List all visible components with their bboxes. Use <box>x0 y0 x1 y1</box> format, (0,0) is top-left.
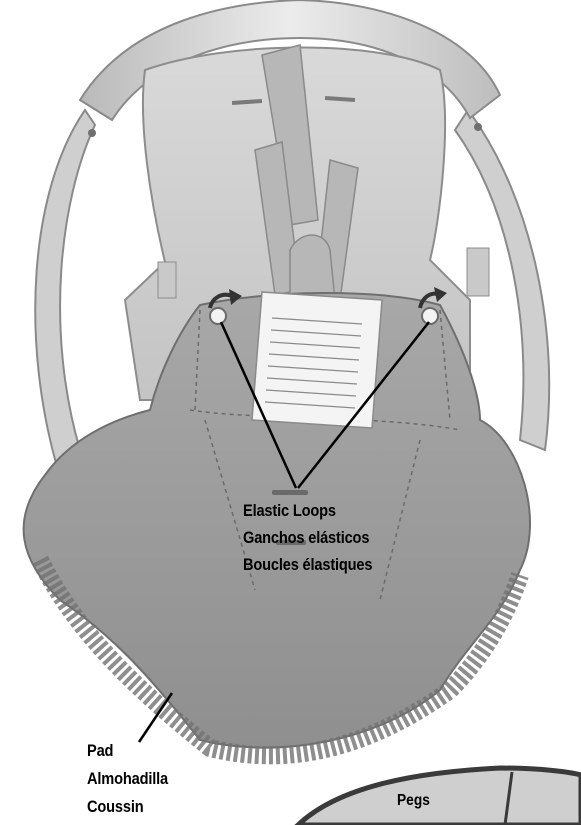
elastic-loops-label-en: Elastic Loops <box>243 497 372 524</box>
elastic-loops-callout: Elastic Loops Ganchos elásticos Boucles … <box>243 497 372 578</box>
elastic-loops-label-es: Ganchos elásticos <box>243 524 372 551</box>
pad-label-fr: Coussin <box>87 793 168 821</box>
pegs-inset <box>298 768 581 825</box>
pad-callout: Pad Almohadilla Coussin <box>87 737 168 821</box>
pegs-label: Pegs <box>397 792 430 810</box>
elastic-loops-label-fr: Boucles élastiques <box>243 551 372 578</box>
pad-label-en: Pad <box>87 737 168 765</box>
pad-label-es: Almohadilla <box>87 765 168 793</box>
